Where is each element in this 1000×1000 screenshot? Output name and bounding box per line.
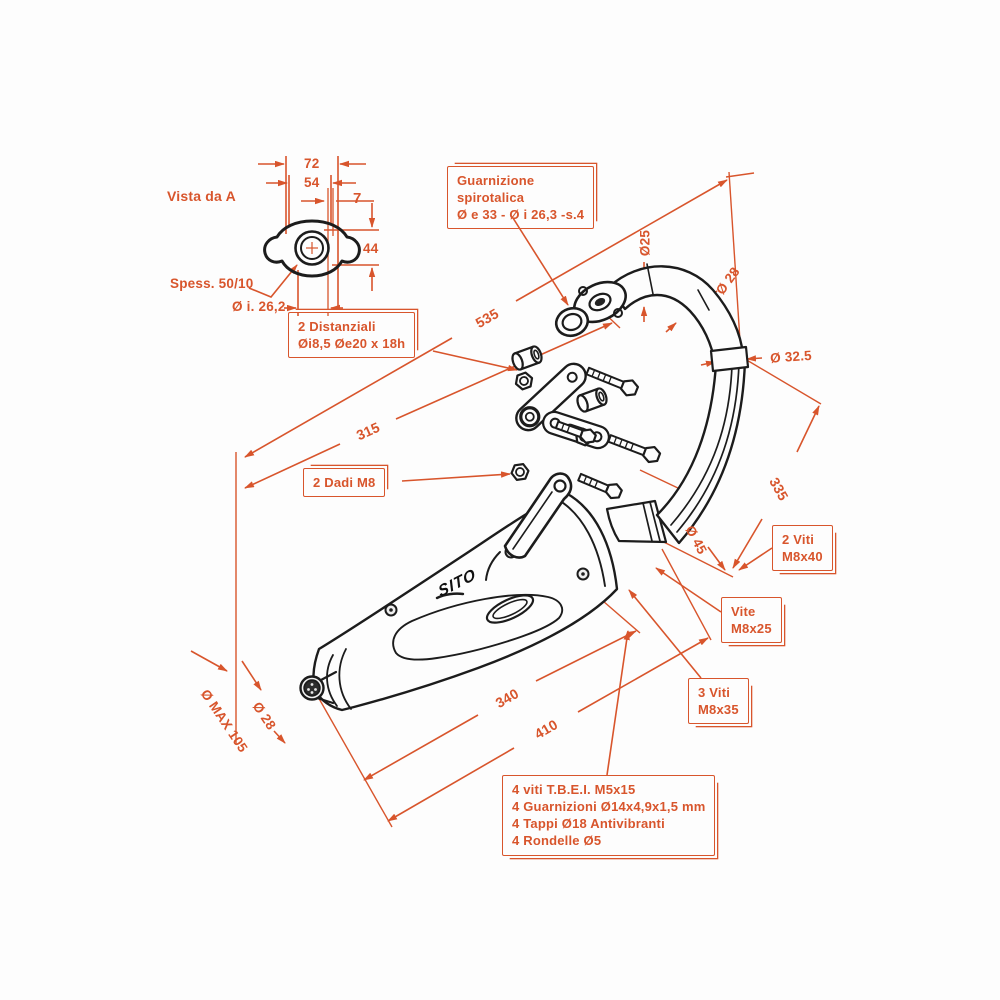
dim-54: 54 bbox=[304, 175, 320, 190]
hardware-parts bbox=[435, 345, 662, 600]
dim-inner-dia: Ø i. 26,2 bbox=[232, 299, 286, 314]
callout-guarnizione: Guarnizione spirotalica Ø e 33 - Ø i 26,… bbox=[447, 166, 595, 230]
inlet-cone bbox=[605, 499, 668, 544]
dia-pipe-25: Ø25 bbox=[637, 229, 653, 257]
thickness-note: Spess. 50/10 bbox=[170, 276, 254, 291]
bushing-1 bbox=[511, 345, 543, 371]
oval-port bbox=[485, 594, 535, 624]
nut-1 bbox=[514, 371, 534, 391]
part-drawings bbox=[263, 219, 750, 712]
nut-3 bbox=[510, 463, 530, 481]
logo-swash bbox=[435, 592, 465, 600]
view-label: Vista da A bbox=[167, 188, 236, 204]
callout-fixing-kit: 4 viti T.B.E.I. M5x15 4 Guarnizioni Ø14x… bbox=[502, 775, 716, 856]
callout-dadi: 2 Dadi M8 bbox=[303, 468, 386, 498]
callout-viti-m8x40: 2 Viti M8x40 bbox=[772, 525, 833, 572]
callout-vite-m8x25: Vite M8x25 bbox=[721, 597, 782, 644]
muffler-body bbox=[299, 472, 668, 712]
bracket-arm-a bbox=[515, 362, 587, 432]
flange-top-view bbox=[263, 219, 361, 278]
gasket-ring bbox=[554, 306, 590, 338]
bolt-m8x35 bbox=[577, 472, 623, 500]
dim-72: 72 bbox=[304, 156, 320, 171]
header-pipe bbox=[554, 263, 750, 545]
callout-viti-m8x35: 3 Viti M8x35 bbox=[688, 678, 749, 725]
pipe-flare bbox=[709, 345, 750, 373]
dim-44: 44 bbox=[363, 241, 379, 256]
bolt-m8x25 bbox=[554, 420, 597, 444]
bolt-m8x40-1 bbox=[585, 366, 640, 397]
callout-distanziali: 2 Distanziali Øi8,5 Øe20 x 18h bbox=[288, 312, 416, 359]
dia-flare-325: Ø 32.5 bbox=[769, 347, 813, 366]
bushing-2 bbox=[576, 387, 608, 413]
bolt-m8x40-2 bbox=[607, 434, 662, 464]
dimension-lines bbox=[190, 156, 822, 828]
muffler-bracket bbox=[485, 472, 573, 581]
dim-7: 7 bbox=[353, 190, 362, 207]
exit-tip bbox=[299, 670, 338, 705]
